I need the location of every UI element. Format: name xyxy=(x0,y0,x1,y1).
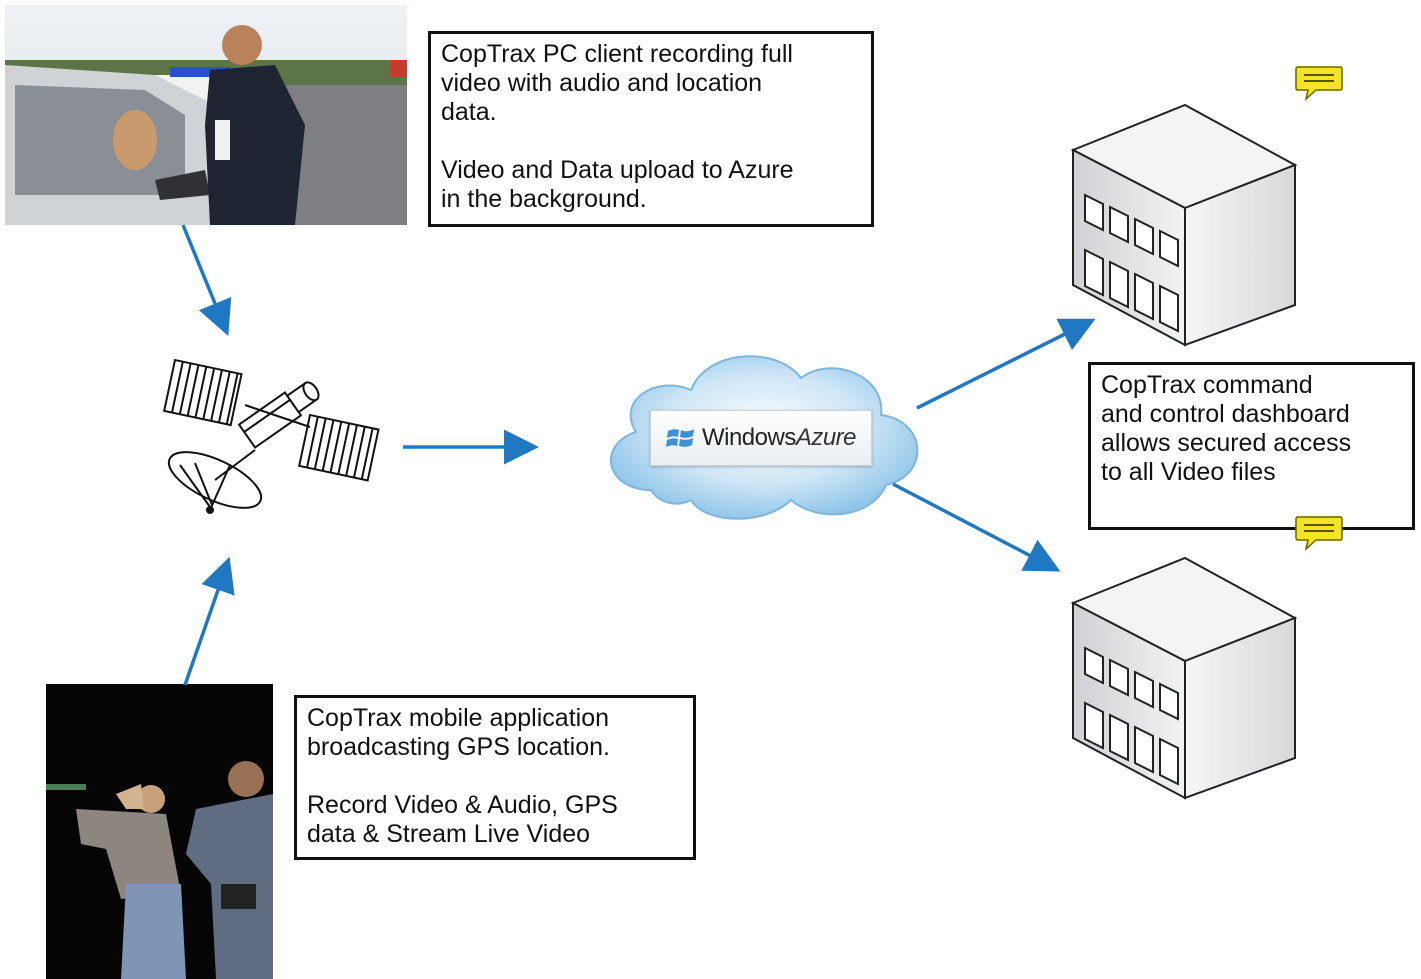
traffic-stop-photo xyxy=(5,5,407,225)
comment-icon[interactable] xyxy=(1294,514,1344,552)
night-arrest-photo-drawing xyxy=(46,684,273,979)
dashboard-description: CopTrax command and control dashboard al… xyxy=(1088,362,1415,530)
arrow-cloud-to-building-top xyxy=(916,318,1096,410)
windows-azure-logo: WindowsAzure xyxy=(650,410,872,466)
satellite-icon xyxy=(163,358,380,514)
arrow-photo-to-satellite xyxy=(181,224,232,336)
arrow-cloud-to-building-bottom xyxy=(892,482,1061,572)
traffic-stop-photo-drawing xyxy=(5,5,407,225)
azure-brand-azure: Azure xyxy=(795,424,857,451)
windows-logo-icon xyxy=(665,429,694,447)
pc-client-description: CopTrax PC client recording full video w… xyxy=(428,31,874,227)
azure-brand-windows: Windows xyxy=(701,424,796,451)
comment-icon[interactable] xyxy=(1294,64,1344,102)
arrow-mobile-to-satellite xyxy=(183,556,235,686)
mobile-app-description: CopTrax mobile application broadcasting … xyxy=(294,695,696,860)
building-icon xyxy=(1070,103,1298,347)
night-arrest-photo xyxy=(46,684,273,979)
building-icon xyxy=(1070,556,1298,800)
